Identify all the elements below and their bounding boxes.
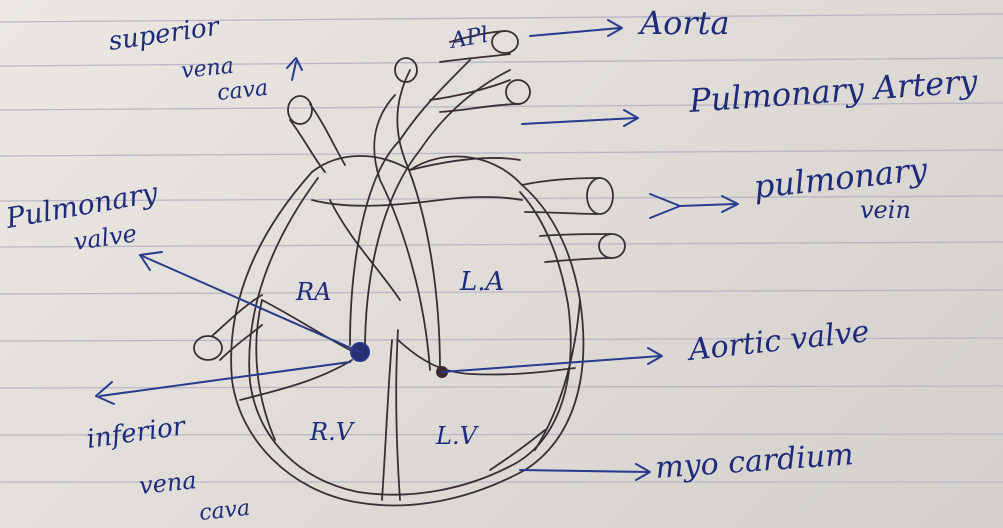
label-cava-superior: cava	[216, 76, 269, 106]
label-cava-inferior: cava	[198, 496, 251, 526]
label-pulmonary-valve-2: valve	[72, 219, 139, 256]
label-aortic-valve: Aortic valve	[684, 314, 871, 368]
label-apl: APl	[447, 23, 490, 55]
label-ra: RA	[295, 278, 331, 306]
annotation-arrows	[96, 20, 738, 480]
labels: superior vena cava APl Aorta Pulmonary A…	[3, 4, 980, 526]
label-pulmonary-vein-2: vein	[860, 196, 911, 224]
label-superior: superior	[107, 12, 223, 57]
label-pulmonary-artery: Pulmonary Artery	[687, 62, 980, 120]
label-inferior: inferior	[85, 411, 189, 455]
label-vena-inferior: vena	[138, 466, 198, 500]
label-myocardium: myo cardium	[654, 437, 855, 486]
label-lv: L.V	[435, 422, 480, 450]
label-rv: R.V	[309, 418, 356, 446]
label-la: L.A	[459, 267, 504, 297]
label-aorta: Aorta	[637, 4, 730, 42]
